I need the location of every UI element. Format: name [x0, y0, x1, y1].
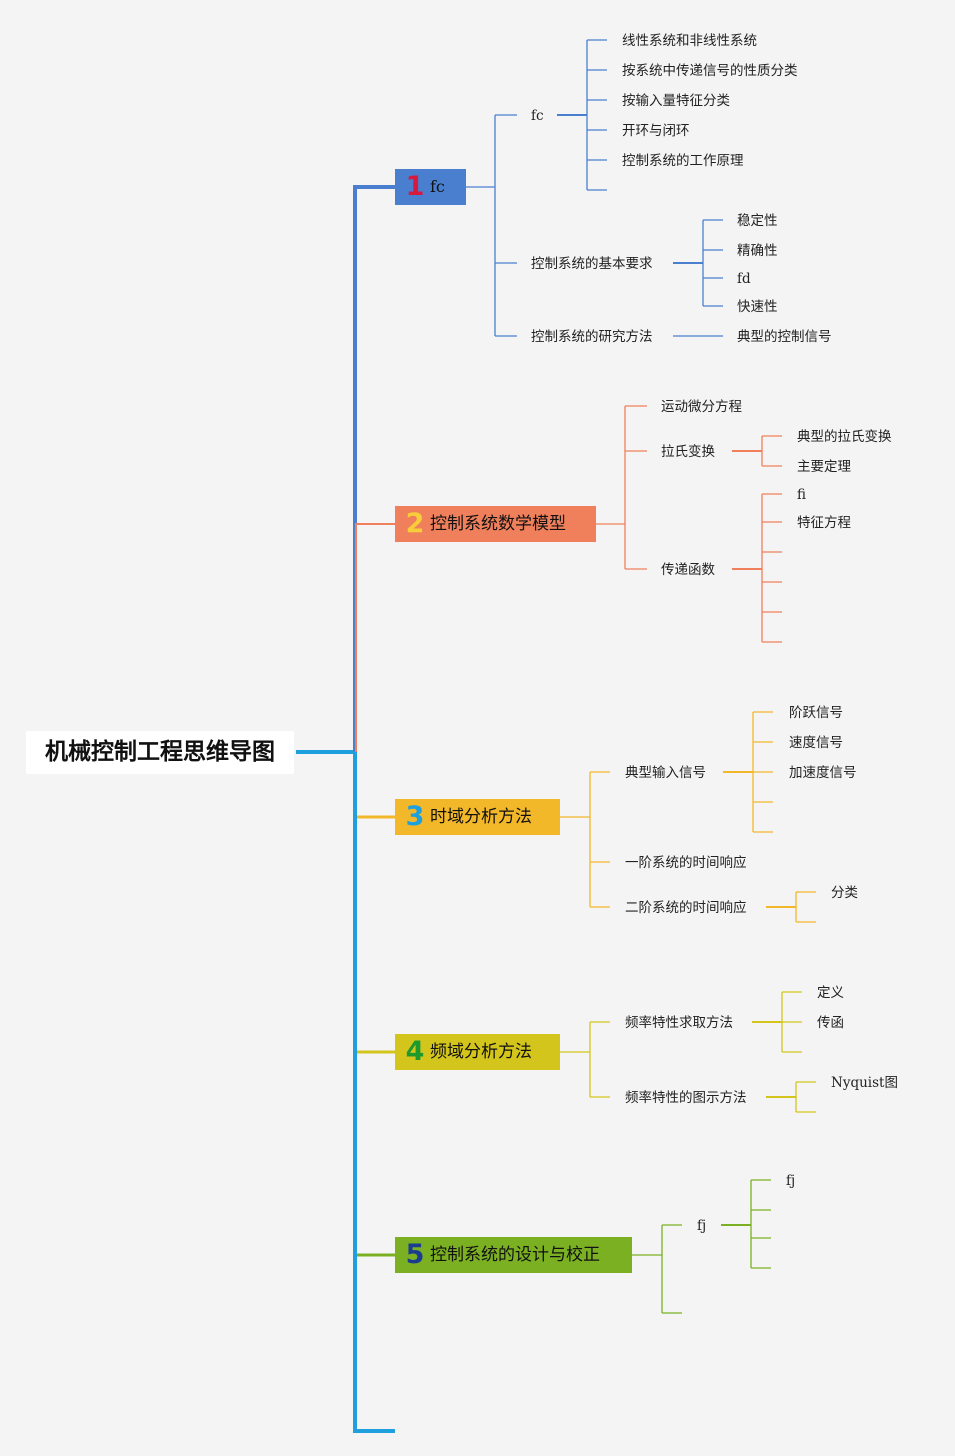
b2-lines: [596, 405, 782, 643]
number-three-icon: 3: [405, 801, 425, 832]
b5-sub-fj[interactable]: fj: [697, 1218, 707, 1234]
branch-3-label: 时域分析方法: [430, 807, 532, 827]
b4-lines: [560, 991, 816, 1113]
b1-req-accuracy[interactable]: 精确性: [737, 243, 778, 259]
root-topic[interactable]: 机械控制工程思维导图: [26, 731, 294, 774]
branch-1-label: fc: [430, 177, 445, 196]
b3-input-accel[interactable]: 加速度信号: [789, 765, 857, 781]
trunk-line: [296, 750, 395, 1433]
b1-sub-methods[interactable]: 控制系统的研究方法: [531, 329, 653, 345]
b2-laplace-typical[interactable]: 典型的拉氏变换: [797, 429, 892, 445]
b4-sub-freq-plot[interactable]: 频率特性的图示方法: [625, 1090, 747, 1106]
b1-leaf-5[interactable]: 控制系统的工作原理: [622, 153, 744, 169]
b1-leaf-2[interactable]: 按系统中传递信号的性质分类: [622, 63, 798, 79]
branch-1-topic[interactable]: 1 fc: [395, 169, 466, 205]
b2-transfer-fi[interactable]: fi: [797, 487, 807, 503]
b1-leaf-1[interactable]: 线性系统和非线性系统: [622, 33, 757, 49]
b2-transfer-char-eq[interactable]: 特征方程: [797, 515, 851, 531]
b4-freq-transfer[interactable]: 传函: [817, 1015, 844, 1031]
b4-freq-definition[interactable]: 定义: [817, 985, 844, 1001]
number-one-icon: 1: [405, 171, 425, 202]
b3-lines: [560, 711, 816, 923]
branch-5-label: 控制系统的设计与校正: [430, 1245, 600, 1265]
b1-req-speed[interactable]: 快速性: [737, 299, 778, 315]
trunk-to-b1: [353, 185, 395, 752]
b1-leaf-3[interactable]: 按输入量特征分类: [622, 93, 730, 109]
b1-sub-fc[interactable]: fc: [531, 108, 544, 124]
b4-sub-freq-method[interactable]: 频率特性求取方法: [625, 1015, 733, 1031]
branch-2-label: 控制系统数学模型: [430, 514, 566, 534]
b3-input-ramp[interactable]: 速度信号: [789, 735, 843, 751]
b2-laplace-theorems[interactable]: 主要定理: [797, 459, 851, 475]
b2-sub-diff-eq[interactable]: 运动微分方程: [661, 399, 742, 415]
b1-method-signal[interactable]: 典型的控制信号: [737, 329, 832, 345]
b3-sub-first-order[interactable]: 一阶系统的时间响应: [625, 855, 747, 871]
b2-sub-laplace[interactable]: 拉氏变换: [661, 444, 715, 460]
b3-sub-second-order[interactable]: 二阶系统的时间响应: [625, 900, 747, 916]
b3-second-classify[interactable]: 分类: [831, 885, 858, 901]
b1-lines: [466, 39, 723, 337]
number-two-icon: 2: [405, 508, 425, 539]
b3-sub-inputs[interactable]: 典型输入信号: [625, 765, 706, 781]
number-four-icon: 4: [405, 1036, 425, 1067]
b4-plot-nyquist[interactable]: Nyquist图: [831, 1075, 898, 1091]
b1-req-stability[interactable]: 稳定性: [737, 213, 778, 229]
b1-leaf-4[interactable]: 开环与闭环: [622, 123, 690, 139]
b3-input-step[interactable]: 阶跃信号: [789, 705, 843, 721]
b5-lines: [632, 1179, 771, 1314]
b2-sub-transfer[interactable]: 传递函数: [661, 562, 715, 578]
b5-leaf-fj[interactable]: fj: [786, 1173, 796, 1189]
b1-sub-requirements[interactable]: 控制系统的基本要求: [531, 256, 653, 272]
b1-req-fd[interactable]: fd: [737, 271, 751, 287]
number-five-icon: 5: [405, 1239, 425, 1270]
branch-4-label: 频域分析方法: [430, 1042, 532, 1062]
trunk-to-b2: [355, 523, 395, 752]
